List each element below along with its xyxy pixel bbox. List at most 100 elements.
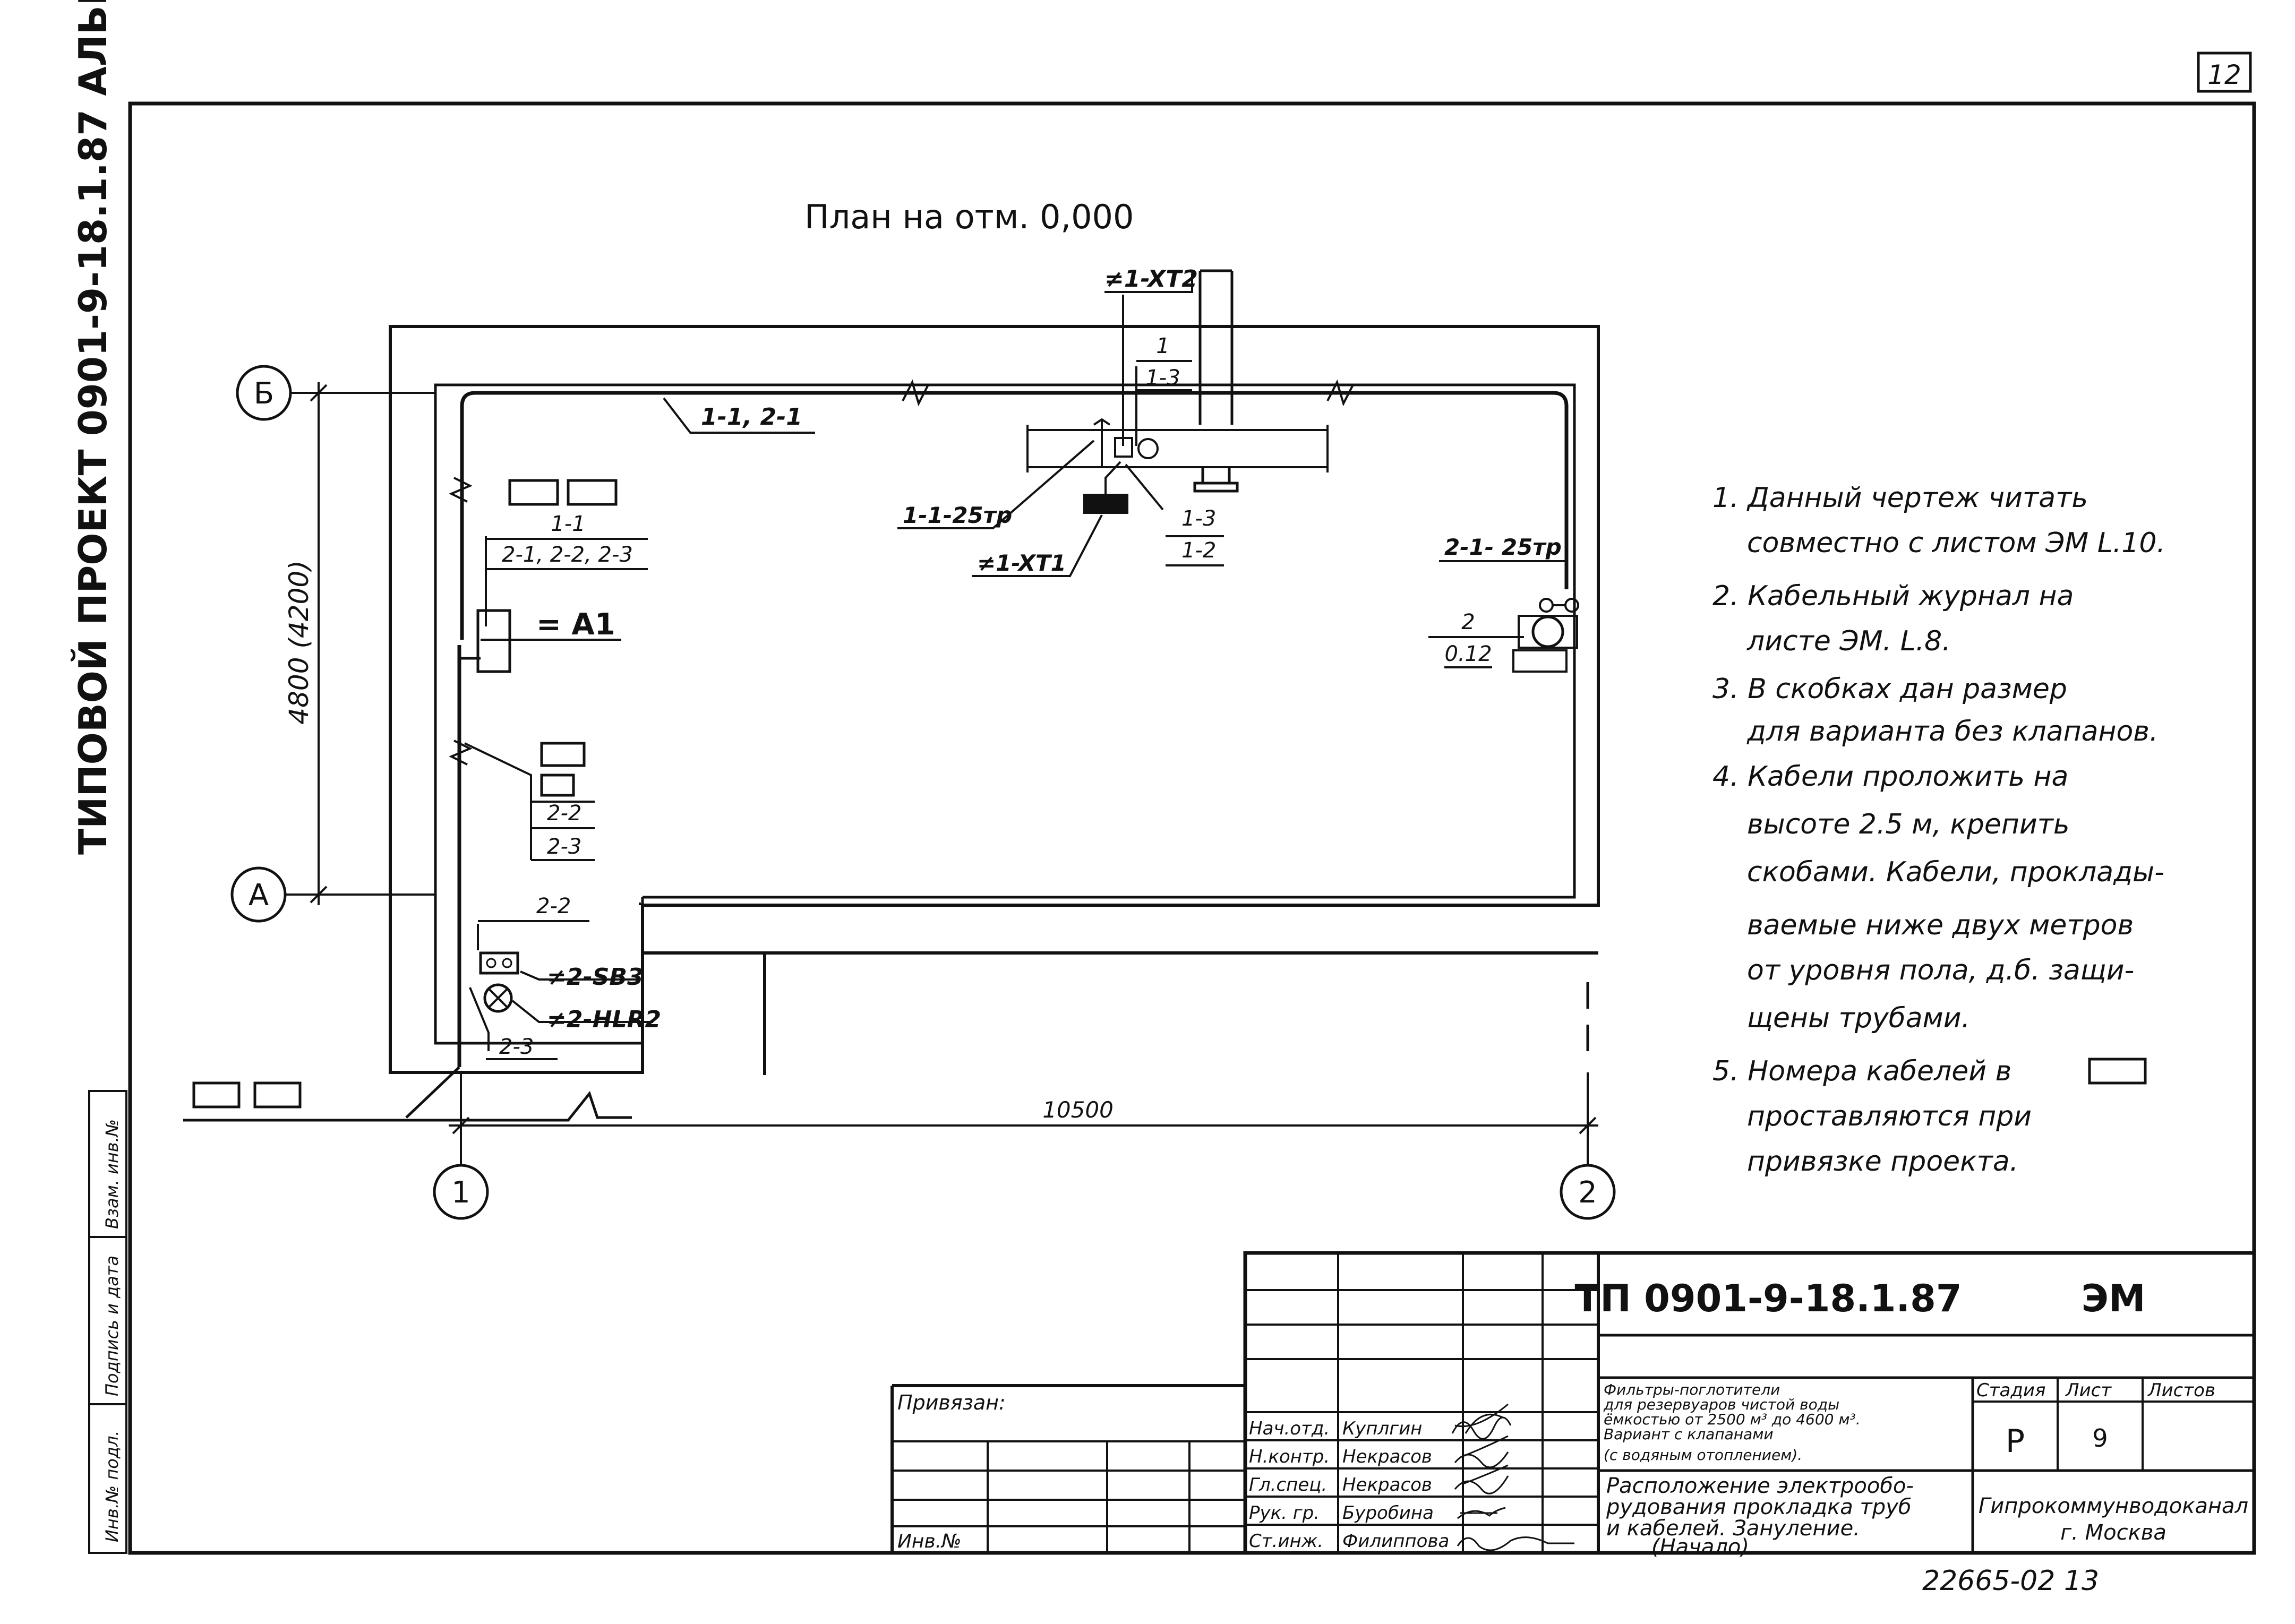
role: Нач.отд.	[1249, 1418, 1330, 1439]
sheet-title-line: Расположение электрообо-	[1606, 1474, 1914, 1498]
stage-value: Р	[2006, 1423, 2025, 1460]
axis-label-bottom: А	[249, 878, 269, 913]
stamp-replace-label: Взам. инв.№	[102, 1119, 122, 1229]
panel-a1	[476, 609, 511, 673]
frac-top-num: 1	[1156, 334, 1169, 358]
label-2-2-a: 2-2	[547, 801, 581, 826]
sheets-header: Листов	[2147, 1380, 2215, 1401]
drawing-mark: ЭМ	[2081, 1277, 2145, 1320]
axis-label-left: 1	[451, 1175, 470, 1210]
note-line: листе ЭМ. L.8.	[1746, 625, 1951, 657]
signature-mark	[1454, 1464, 1509, 1494]
bound-label: Привязан:	[897, 1391, 1006, 1414]
note-line: 5. Номера кабелей в	[1712, 1055, 2011, 1087]
side-title: ТИПОВОЙ ПРОЕКТ 0901-9-18.1.87 АЛЬБОМ II	[71, 0, 115, 855]
label-1-2: 1-2	[1181, 538, 1216, 563]
note-line: 1. Данный чертеж читать	[1712, 482, 2088, 514]
sheet-title-line: и кабелей. Зануление.	[1606, 1516, 1860, 1541]
frac-top-den: 1-3	[1145, 366, 1180, 390]
sheet-title-line: рудования прокладка труб	[1606, 1495, 1912, 1519]
note-line: 4. Кабели проложить на	[1712, 761, 2068, 793]
note-line: щены трубами.	[1747, 1002, 1970, 1034]
role: Гл.спец.	[1249, 1474, 1327, 1496]
note-line: 3. В скобках дан размер	[1712, 673, 2067, 705]
name: Куплгин	[1342, 1418, 1422, 1439]
object-line: ёмкостью от 2500 м³ до 4600 м³.	[1604, 1411, 1861, 1428]
label-tp-left: 1-1-25тр	[903, 502, 1012, 528]
note-line: привязке проекта.	[1747, 1146, 2018, 1178]
note-line: для варианта без клапанов.	[1746, 716, 2158, 747]
sheet-header: Лист	[2065, 1380, 2112, 1401]
page-number-box	[2197, 51, 2252, 93]
plan-title: План на отм. 0,000	[804, 197, 1134, 236]
label-xt1: ≠1-XT1	[977, 550, 1066, 576]
inv-label: Инв.№	[897, 1531, 962, 1552]
role: Н.контр.	[1249, 1446, 1330, 1467]
organization: Гипрокоммунводоканал	[1979, 1494, 2248, 1518]
axes: Б А 1 2 4800 (4200) 10500	[230, 365, 1616, 1220]
label-hlr2: ≠2-HLR2	[547, 1006, 661, 1033]
sheet-number: 9	[2092, 1424, 2108, 1453]
note-line: ваемые ниже двух метров	[1747, 909, 2134, 941]
dim-horizontal: 10500	[1042, 1097, 1114, 1123]
name: Некрасов	[1342, 1474, 1432, 1496]
note-line: совместно с листом ЭМ L.10.	[1747, 527, 2165, 559]
cable-number-box	[253, 1081, 302, 1109]
sheet-title-line: (Начало)	[1651, 1535, 1749, 1559]
label-1-1: 1-1	[551, 512, 585, 536]
frac-right-num: 2	[1461, 610, 1475, 634]
note-line: скобами. Кабели, проклады-	[1747, 856, 2164, 888]
signature-mark	[1457, 1507, 1506, 1519]
note-line: 2. Кабельный журнал на	[1712, 580, 2074, 612]
label-2-3-a: 2-3	[547, 835, 581, 859]
role: Рук. гр.	[1249, 1502, 1320, 1524]
panel-a1-group: 1-1 2-1, 2-2, 2-3 = A1	[476, 479, 648, 673]
label-2-1-2-2-2-3: 2-1, 2-2, 2-3	[502, 543, 633, 567]
name: Филиппова	[1342, 1531, 1449, 1552]
axis-label-right: 2	[1578, 1175, 1597, 1210]
label-xt2: ≠1-XT2	[1104, 265, 1198, 293]
drawing-code: ТП 0901-9-18.1.87	[1574, 1277, 1962, 1320]
label-2-2-b: 2-2	[536, 894, 571, 918]
side-stamp: Инв.№ подл. Подпись и дата Взам. инв.№	[88, 1090, 127, 1554]
note-line: от уровня пола, д.б. защи-	[1747, 955, 2134, 986]
name: Буробина	[1342, 1502, 1434, 1524]
object-line: Фильтры-поглотители	[1604, 1381, 1780, 1398]
signature-mark	[1457, 1536, 1574, 1551]
axis-label-top: Б	[254, 376, 274, 411]
note-line: проставляются при	[1747, 1101, 2032, 1132]
object-line: (с водяным отоплением).	[1604, 1446, 1802, 1464]
stage-header: Стадия	[1976, 1380, 2045, 1401]
object-line: для резервуаров чистой воды	[1603, 1396, 1839, 1413]
signature-mark	[1454, 1435, 1509, 1468]
title-block: Привязан: Инв.№ Нач.отд. Н.контр. Гл.спе…	[890, 1251, 2254, 1559]
equipment-top-center: ≠1-XT2 1 1-3 1-1-25тр ≠1-XT1 1-3 1-2	[897, 265, 1329, 577]
signature-mark	[1451, 1403, 1512, 1440]
drawing-frame	[128, 101, 2256, 1555]
name: Некрасов	[1342, 1446, 1432, 1467]
note-cable-box-icon	[2088, 1058, 2147, 1085]
label-2-3-b: 2-3	[499, 1035, 534, 1059]
label-1-3: 1-3	[1181, 506, 1216, 531]
junction-box-xt1	[1083, 494, 1128, 514]
dim-vertical: 4800 (4200)	[284, 560, 314, 724]
archive-number: 22665-02 13	[1922, 1565, 2099, 1597]
stamp-inv-label: Инв.№ подл.	[102, 1430, 122, 1542]
page-number: 12	[2207, 59, 2241, 90]
stamp-signature-label: Подпись и дата	[102, 1256, 122, 1396]
equipment-right: 2-1- 25тр 2 0.12	[1428, 534, 1579, 673]
control-station-group: 2-2 ≠2-SB3 ≠2-HLR2 2-3	[469, 894, 661, 1060]
frac-right-den: 0.12	[1444, 642, 1492, 666]
organization-city: г. Москва	[2060, 1520, 2166, 1545]
role: Ст.инж.	[1249, 1531, 1323, 1552]
building-outline	[389, 325, 1600, 1075]
label-cable-top: 1-1, 2-1	[701, 403, 802, 431]
push-button-sb3	[479, 951, 519, 975]
object-line: Вариант с клапанами	[1604, 1425, 1774, 1443]
cable-routes	[183, 379, 1569, 1122]
cable-labels-left: 2-2 2-3	[464, 742, 595, 861]
label-sb3: ≠2-SB3	[547, 964, 644, 991]
notes: 1. Данный чертеж читать совместно с лист…	[1712, 482, 2165, 1178]
lamp-hlr2	[483, 983, 513, 1013]
